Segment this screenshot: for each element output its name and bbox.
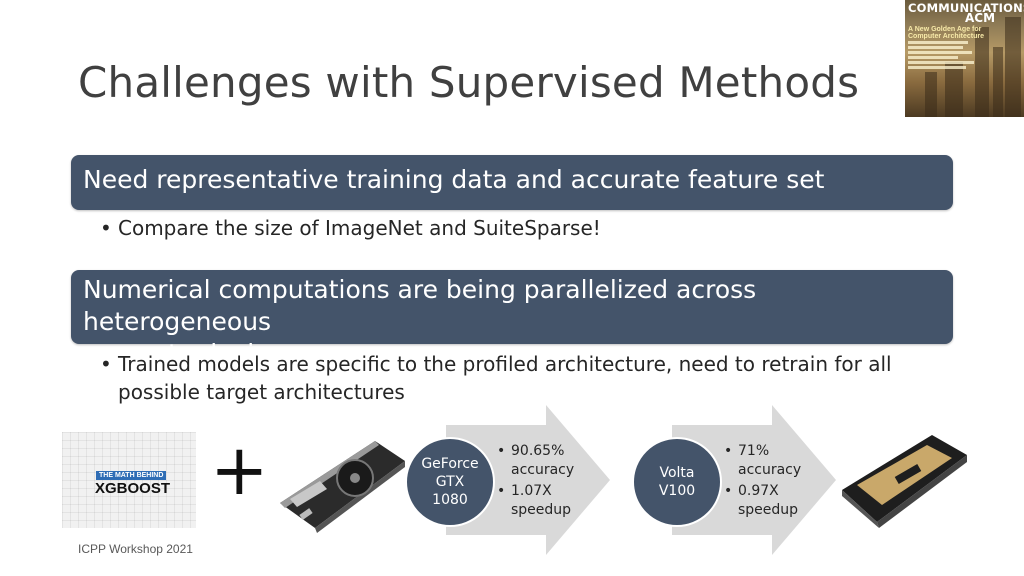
xgboost-tag: THE MATH BEHIND	[96, 471, 167, 480]
section-bullet-2-line1: Trained models are specific to the profi…	[118, 352, 892, 376]
section-bullet-2: • Trained models are specific to the pro…	[100, 350, 938, 406]
section-header-1: Need representative training data and ac…	[71, 155, 953, 210]
section-header-2-line2: compute devices	[83, 339, 297, 368]
cover-text-lines	[908, 41, 978, 71]
section-bullet-2-line2: possible target architectures	[118, 380, 405, 404]
footer-text: ICPP Workshop 2021	[78, 542, 193, 556]
gpu-circle-volta: Volta V100	[632, 437, 722, 527]
section-header-2-line1: Numerical computations are being paralle…	[83, 275, 757, 336]
plus-sign: +	[210, 429, 269, 511]
section-header-2: Numerical computations are being paralle…	[71, 270, 953, 368]
cover-masthead-acm: ACM	[965, 11, 996, 25]
section-bullet-1: • Compare the size of ImageNet and Suite…	[100, 216, 601, 240]
cacm-cover-image: COMMUNICATIONS ACM A New Golden Age for …	[905, 0, 1024, 117]
geforce-accuracy: 90.65%accuracy	[497, 442, 574, 480]
geforce-gpu-image	[280, 441, 405, 533]
cover-masthead: COMMUNICATIONS	[908, 1, 1024, 15]
volta-accuracy: 71%accuracy	[724, 442, 801, 480]
gpu-circle-geforce: GeForce GTX 1080	[405, 437, 495, 527]
xgboost-image: THE MATH BEHIND XGBOOST	[62, 432, 196, 528]
volta-gpu-image	[842, 435, 967, 528]
cover-headline: A New Golden Age for Computer Architectu…	[908, 26, 984, 40]
section-header-1-text: Need representative training data and ac…	[83, 165, 825, 194]
xgboost-name: XGBOOST	[95, 480, 171, 497]
section-bullet-1-text: Compare the size of ImageNet and SuiteSp…	[118, 216, 601, 240]
slide-title: Challenges with Supervised Methods	[78, 58, 860, 107]
